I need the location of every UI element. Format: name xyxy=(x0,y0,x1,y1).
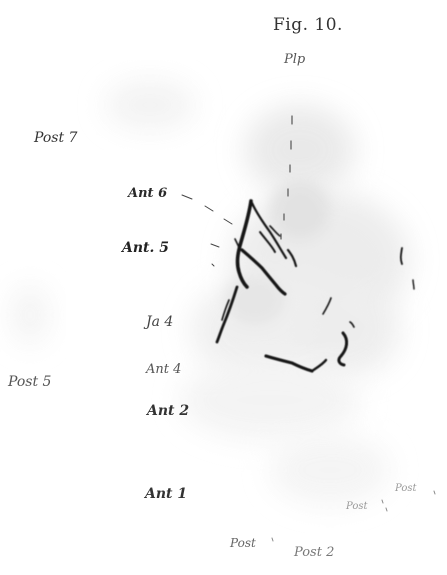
label-ant-1: Ant 1 xyxy=(145,486,188,502)
label-post-bottom: Post xyxy=(230,536,256,550)
label-post-7: Post 7 xyxy=(34,130,78,146)
label-ant-5: Ant. 5 xyxy=(122,240,169,256)
midline-dashes xyxy=(280,115,293,240)
label-ja-4: Ja 4 xyxy=(146,314,174,330)
leader-lines xyxy=(181,194,233,267)
label-ant-6: Ant 6 xyxy=(128,186,168,201)
label-post-2: Post 2 xyxy=(294,545,335,560)
label-ant-4: Ant 4 xyxy=(146,362,182,377)
label-post-upper-right: Post xyxy=(395,483,417,494)
specks xyxy=(271,490,436,542)
label-ant-2: Ant 2 xyxy=(147,403,190,419)
label-plp: Plp xyxy=(284,52,306,67)
tissue-shading xyxy=(10,80,410,505)
label-post-middle-right: Post xyxy=(346,501,368,512)
vessels xyxy=(215,199,415,373)
figure-title: Fig. 10. xyxy=(273,15,343,35)
label-post-5: Post 5 xyxy=(8,374,52,390)
